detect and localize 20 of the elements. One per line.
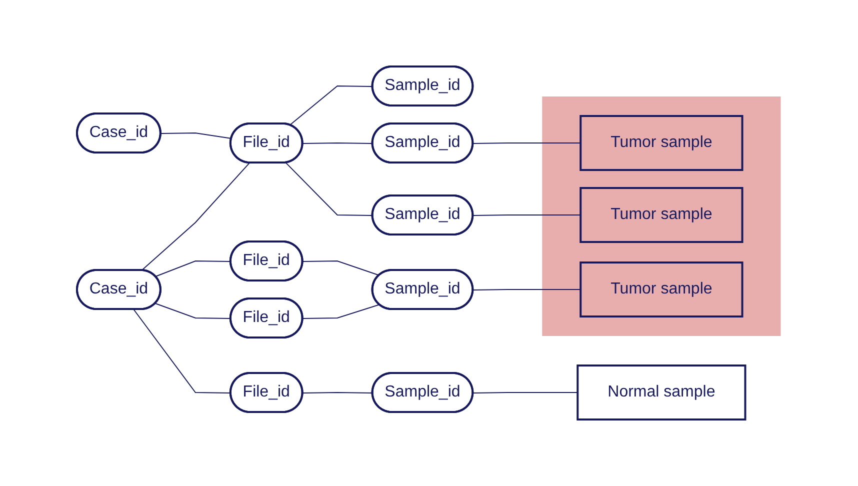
connector <box>473 214 582 216</box>
connector <box>302 304 380 319</box>
connector <box>286 162 374 216</box>
connector <box>473 142 582 144</box>
connector <box>155 260 232 278</box>
connector <box>302 142 374 144</box>
connector <box>290 86 374 126</box>
cluster <box>542 96 782 336</box>
connector <box>302 392 374 394</box>
node-box: Normal sample <box>577 364 747 420</box>
connector <box>160 132 232 140</box>
connector <box>473 289 582 290</box>
connector <box>141 162 250 271</box>
node-box: Tumor sample <box>580 115 744 171</box>
connector <box>155 302 232 319</box>
node-box: Tumor sample <box>580 262 744 318</box>
connector <box>302 260 380 276</box>
connector <box>134 309 232 394</box>
node-box: Tumor sample <box>580 187 744 243</box>
connector <box>473 392 579 394</box>
